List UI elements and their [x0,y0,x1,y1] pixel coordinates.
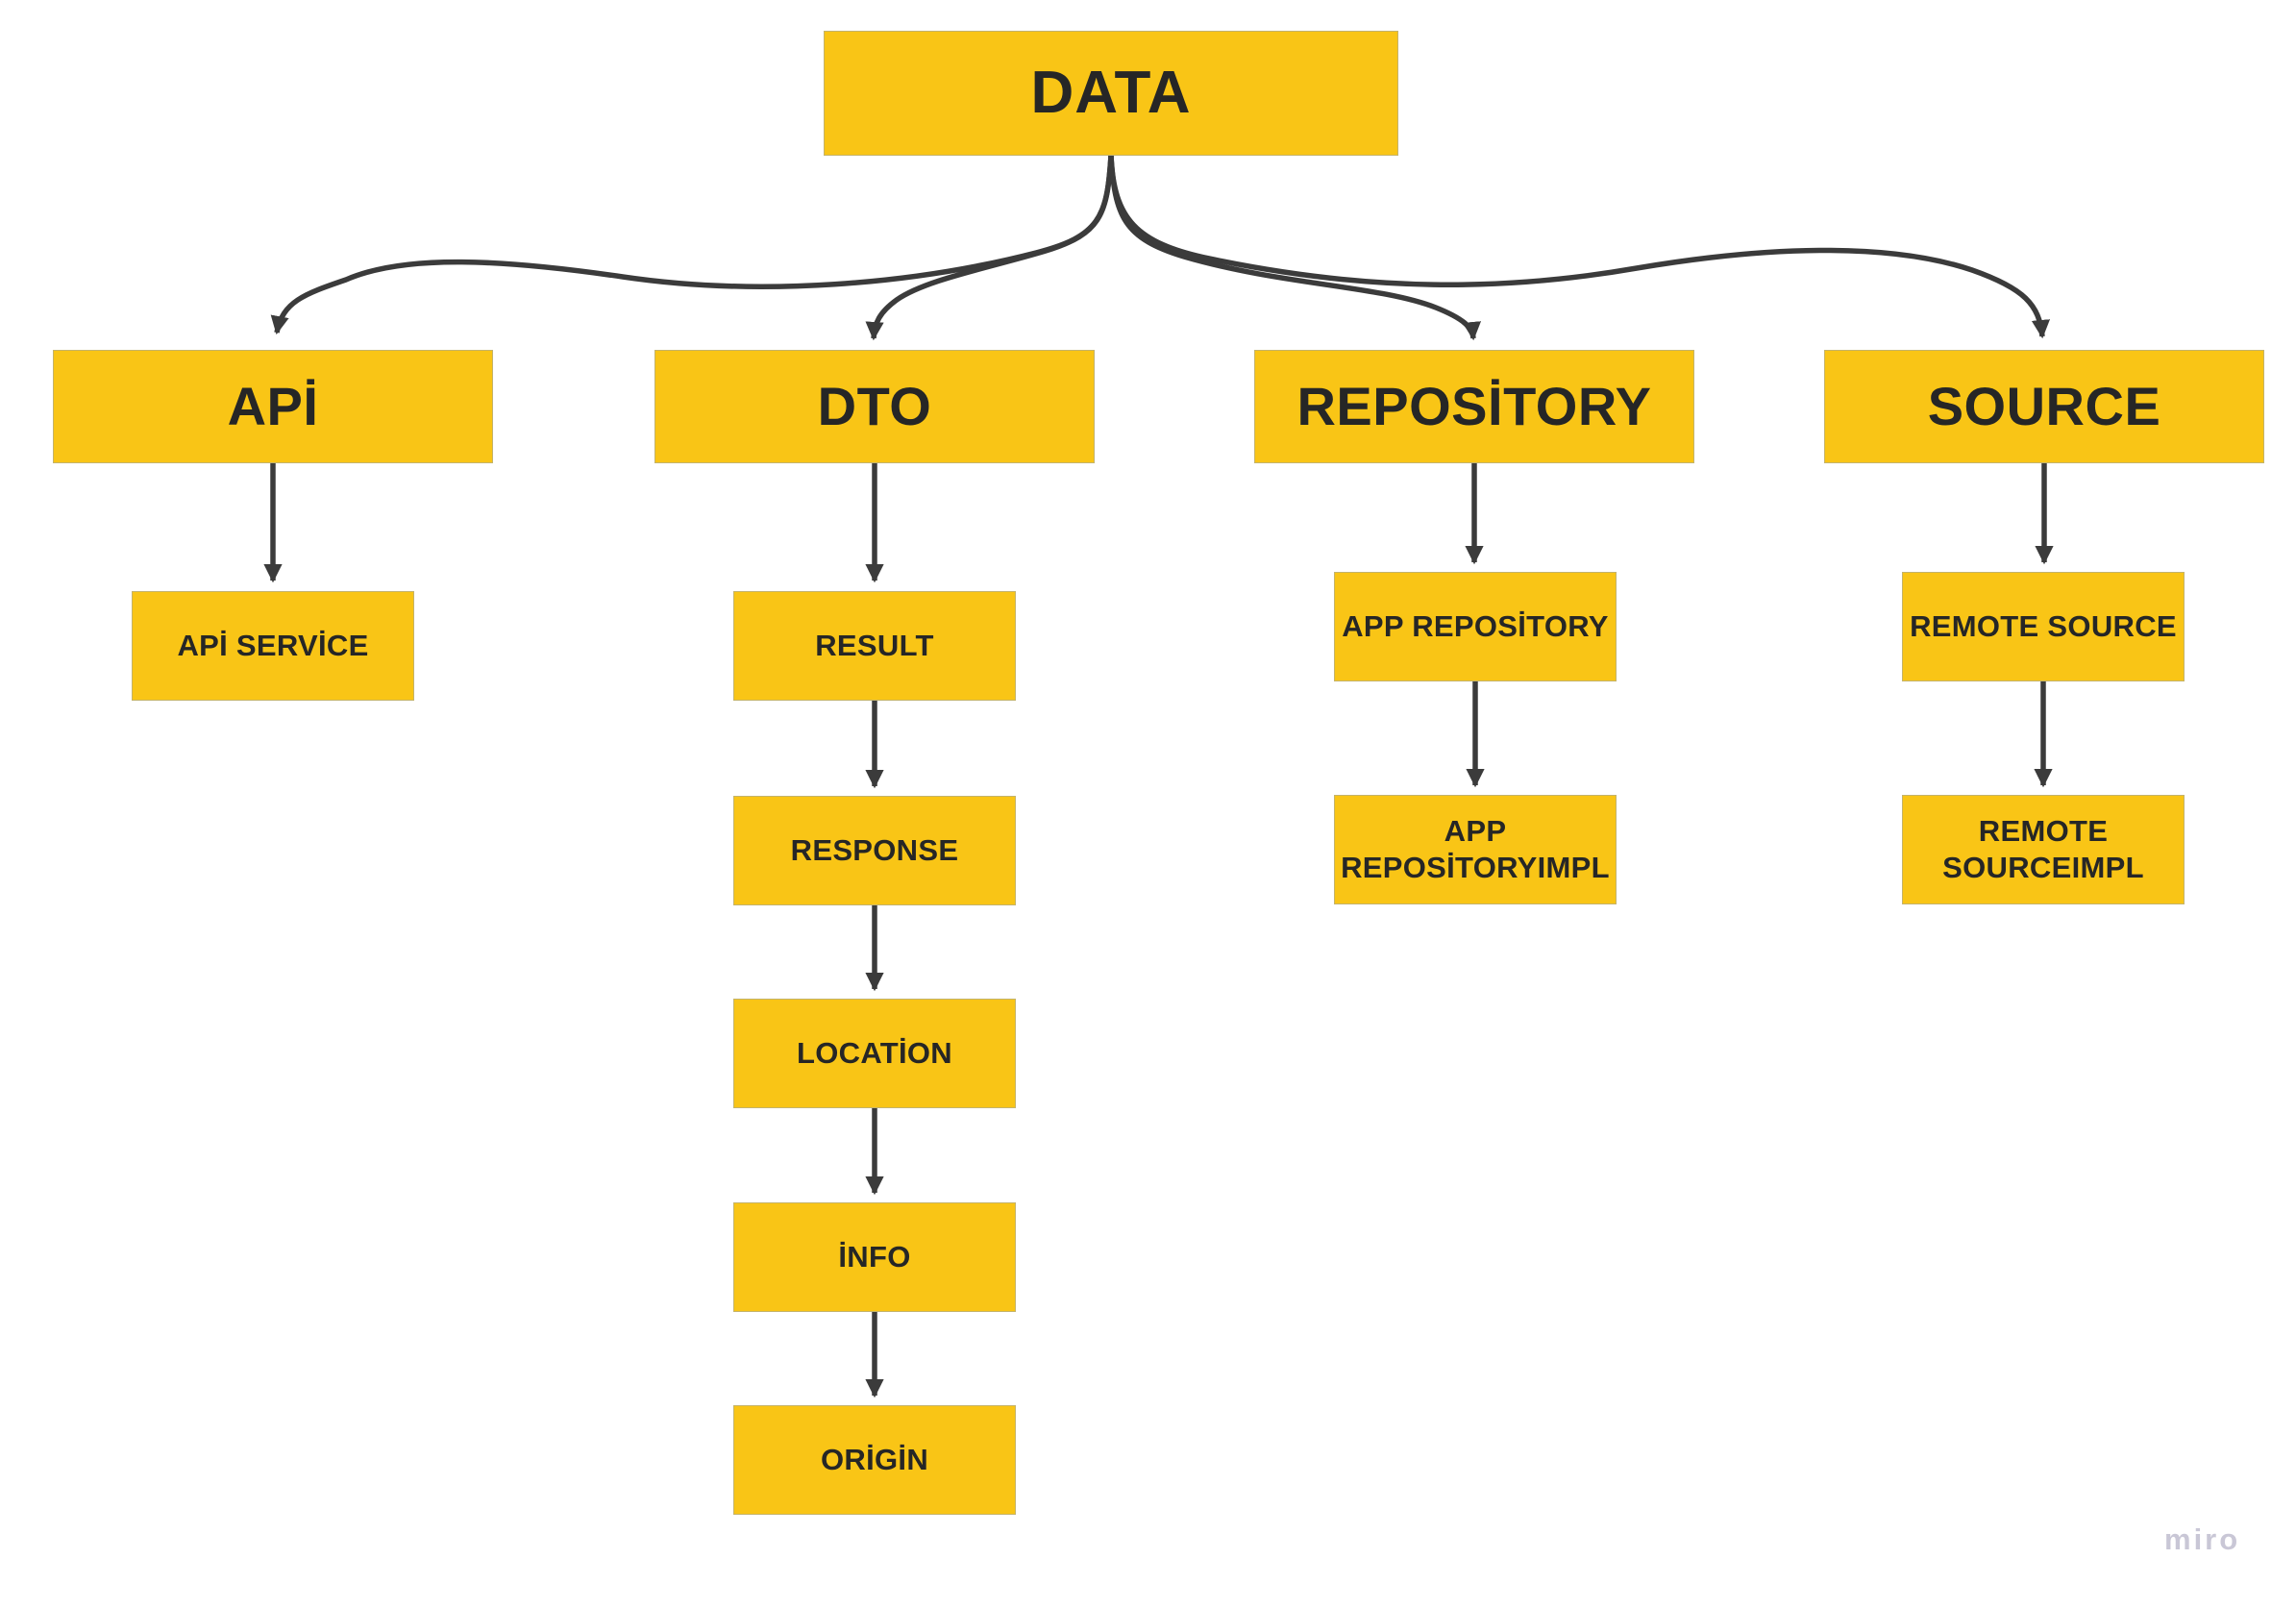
node-origin[interactable]: ORİGİN [733,1405,1016,1515]
node-app-repositoryimpl-label: APP REPOSİTORYIMPL [1341,814,1610,884]
node-app-repositoryimpl[interactable]: APP REPOSİTORYIMPL [1334,795,1617,904]
edge-data-api[interactable] [270,155,1114,335]
node-api-service[interactable]: APİ SERVİCE [132,591,414,701]
node-response[interactable]: RESPONSE [733,796,1016,905]
node-repository[interactable]: REPOSİTORY [1254,350,1694,463]
node-origin-label: ORİGİN [820,1443,929,1477]
node-result-label: RESULT [815,629,934,663]
node-response-label: RESPONSE [790,833,959,868]
edge-data-dto[interactable] [865,155,1114,341]
node-api[interactable]: APİ [53,350,493,463]
edge-data-repository[interactable] [1108,155,1482,341]
node-source[interactable]: SOURCE [1824,350,2264,463]
node-location-label: LOCATİON [797,1036,952,1071]
node-repository-label: REPOSİTORY [1296,375,1652,436]
node-api-service-label: APİ SERVİCE [177,629,369,663]
edge-data-source[interactable] [1108,155,2051,339]
node-dto[interactable]: DTO [654,350,1095,463]
node-app-repository[interactable]: APP REPOSİTORY [1334,572,1617,681]
node-remote-source[interactable]: REMOTE SOURCE [1902,572,2185,681]
node-info[interactable]: İNFO [733,1202,1016,1312]
node-dto-label: DTO [817,375,932,436]
node-data[interactable]: DATA [824,31,1398,156]
node-api-label: APİ [227,375,319,436]
node-result[interactable]: RESULT [733,591,1016,701]
node-source-label: SOURCE [1927,375,2161,436]
node-remote-sourceimpl-label: REMOTE SOURCEIMPL [1942,814,2144,884]
node-remote-source-label: REMOTE SOURCE [1910,609,2177,644]
node-app-repository-label: APP REPOSİTORY [1342,609,1609,644]
node-info-label: İNFO [838,1240,911,1274]
node-remote-sourceimpl[interactable]: REMOTE SOURCEIMPL [1902,795,2185,904]
node-location[interactable]: LOCATİON [733,999,1016,1108]
miro-watermark: miro [2164,1522,2241,1556]
node-data-label: DATA [1030,60,1192,127]
